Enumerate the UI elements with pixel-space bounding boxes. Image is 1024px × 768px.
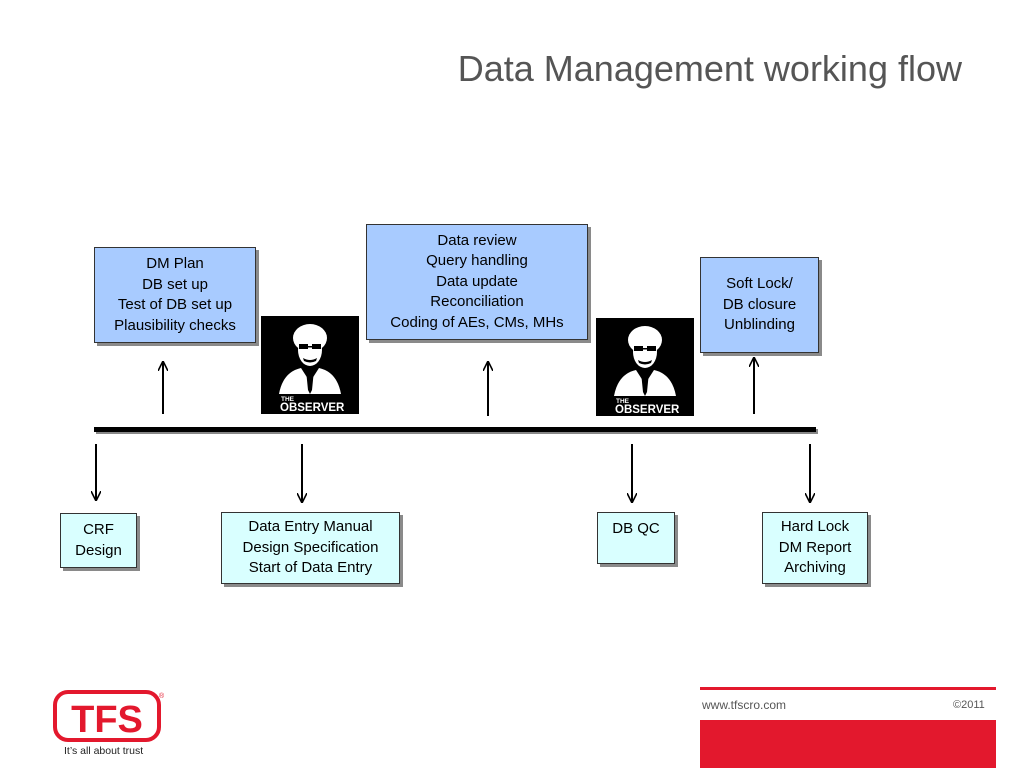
data-review-box: Data review Query handling Data update R… <box>366 224 588 340</box>
data-entry-line: Data Entry Manual <box>248 518 373 536</box>
crf-line: Design <box>75 541 122 559</box>
observer-icon: THE OBSERVER <box>596 318 694 416</box>
crf-design-box: CRF Design <box>60 513 137 568</box>
soft-lock-line: Unblinding <box>724 316 795 334</box>
data-entry-line: Design Specification <box>242 538 379 556</box>
observer-line1: THE <box>616 398 630 405</box>
footer-url[interactable]: www.tfscro.com <box>702 698 787 712</box>
logo-tagline: It’s all about trust <box>64 745 144 757</box>
observer-line2: OBSERVER <box>280 402 345 414</box>
data-review-line: Query handling <box>426 252 528 270</box>
soft-lock-line: Soft Lock/ <box>726 275 793 293</box>
footer-line <box>700 687 996 690</box>
data-review-line: Data review <box>437 231 517 249</box>
observer-line2: OBSERVER <box>615 404 680 416</box>
db-qc-line: DB QC <box>612 520 660 537</box>
data-entry-line: Start of Data Entry <box>248 559 373 577</box>
dm-plan-box: DM Plan DB set up Test of DB set up Plau… <box>94 247 256 343</box>
crf-line: CRF <box>83 521 114 538</box>
soft-lock-box: Soft Lock/ DB closure Unblinding <box>700 257 819 353</box>
data-review-line: Coding of AEs, CMs, MHs <box>390 313 564 331</box>
dm-plan-line: DB set up <box>142 275 208 293</box>
hard-lock-line: DM Report <box>778 538 852 556</box>
hard-lock-line: Hard Lock <box>780 518 850 536</box>
observer-icon: THE OBSERVER <box>261 316 359 414</box>
soft-lock-line: DB closure <box>722 295 797 313</box>
logo-registered: ® <box>159 692 165 700</box>
observer-line1: THE <box>281 396 295 403</box>
hard-lock-line: Archiving <box>784 559 846 577</box>
logo-text: TFS <box>71 699 143 741</box>
data-review-line: Data update <box>436 272 518 290</box>
tfs-logo: TFS ® <box>53 690 165 758</box>
dm-plan-line: Test of DB set up <box>117 296 233 313</box>
slide-title: Data Management working flow <box>457 48 962 89</box>
db-qc-box: DB QC <box>597 512 675 564</box>
hard-lock-box: Hard Lock DM Report Archiving <box>762 512 868 584</box>
timeline-bar <box>94 427 816 432</box>
data-review-line: Reconciliation <box>430 293 524 311</box>
dm-plan-line: Plausibility checks <box>114 316 236 334</box>
data-entry-box: Data Entry Manual Design Specification S… <box>221 512 400 584</box>
footer-copyright: ©2011 <box>953 699 985 711</box>
dm-plan-line: DM Plan <box>146 255 204 272</box>
footer-red-band <box>700 720 996 768</box>
